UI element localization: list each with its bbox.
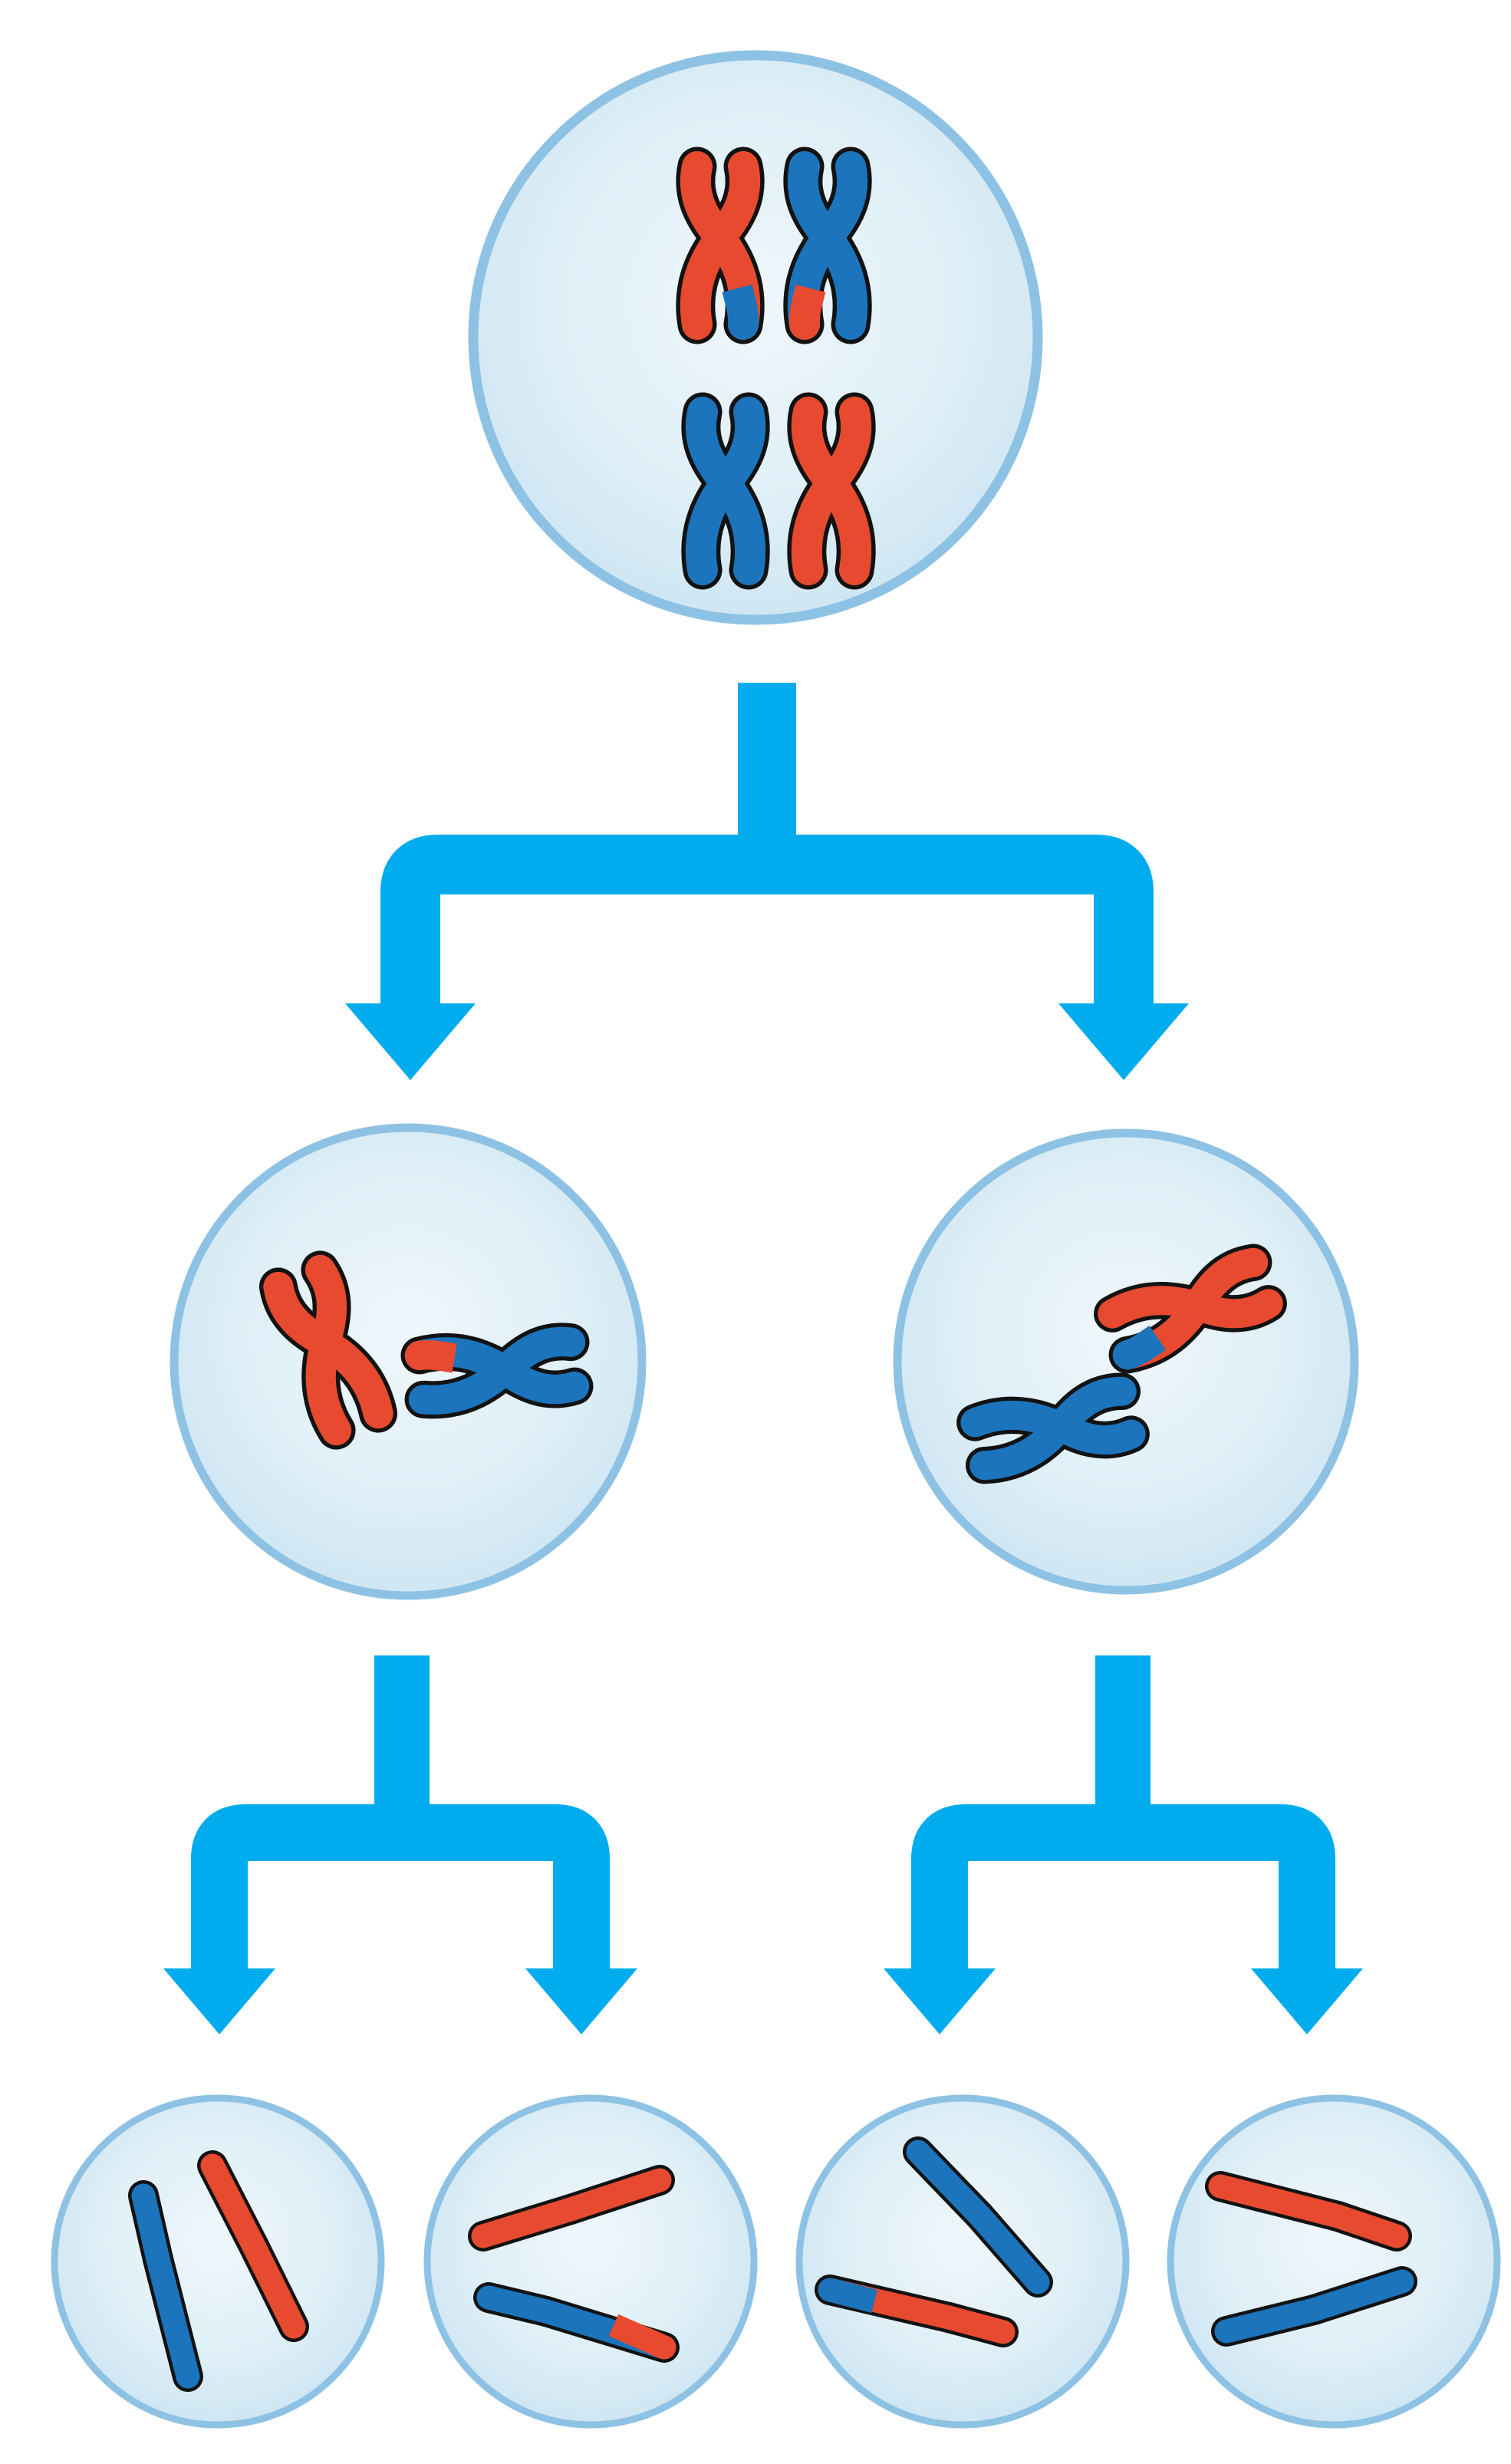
chromatid-red-with-blue-tip	[815, 2275, 1019, 2347]
chromosome-blue	[956, 1372, 1150, 1484]
chromatid-blue-with-red-tip	[473, 2282, 680, 2363]
gamete-cell-4-membrane	[1167, 2094, 1501, 2429]
chromosome-blue-with-red-tip	[783, 147, 872, 344]
gamete-cell-4	[1167, 2094, 1501, 2429]
chromatid-blue	[128, 2180, 203, 2392]
chromatid-red	[197, 2150, 309, 2342]
gamete-cell-1-membrane	[51, 2094, 385, 2429]
gamete-cell-3	[795, 2094, 1130, 2429]
arrow-meiosis-2-right-bracket	[911, 1804, 1335, 1972]
gamete-cell-2-membrane	[423, 2094, 758, 2429]
parent-cell	[468, 50, 1043, 625]
chromosome-red	[258, 1250, 398, 1450]
arrow-meiosis-2-right	[884, 1655, 1363, 2034]
arrow-meiosis-2-left-head-right	[525, 1968, 637, 2034]
meiosis1-cell-left	[170, 1123, 647, 1600]
arrow-meiosis-2-right-stem	[1095, 1655, 1151, 1833]
arrow-meiosis-1	[345, 683, 1189, 1080]
meiosis1-cell-right	[893, 1128, 1359, 1595]
chromosome-red-with-blue-tip	[676, 147, 765, 344]
arrow-meiosis-2-left-stem	[374, 1655, 430, 1833]
chromatid-blue	[1211, 2266, 1417, 2347]
gamete-cell-1	[51, 2094, 385, 2429]
gamete-cell-3-membrane	[795, 2094, 1130, 2429]
arrow-meiosis-1-stem	[738, 683, 796, 865]
chromatid-red	[468, 2165, 675, 2252]
chromosome-blue	[681, 392, 770, 590]
arrow-meiosis-2-right-head-right	[1251, 1968, 1363, 2034]
arrow-meiosis-2-left-head-left	[163, 1968, 275, 2034]
chromatid-red	[1205, 2171, 1412, 2252]
arrow-meiosis-2-right-head-left	[884, 1968, 996, 2034]
arrow-meiosis-1-head-right	[1058, 1003, 1189, 1080]
arrow-meiosis-2-left-bracket	[191, 1804, 610, 1972]
chromosome-red-with-blue-tip	[1094, 1244, 1287, 1374]
chromosome-red	[787, 392, 876, 590]
chromosome-blue-with-red-tip	[400, 1323, 594, 1419]
arrow-meiosis-1-head-left	[345, 1003, 476, 1080]
gamete-cell-2	[423, 2094, 758, 2429]
arrow-meiosis-1-bracket	[380, 835, 1154, 1009]
arrow-meiosis-2-left	[163, 1655, 637, 2034]
chromatid-blue	[903, 2136, 1053, 2298]
